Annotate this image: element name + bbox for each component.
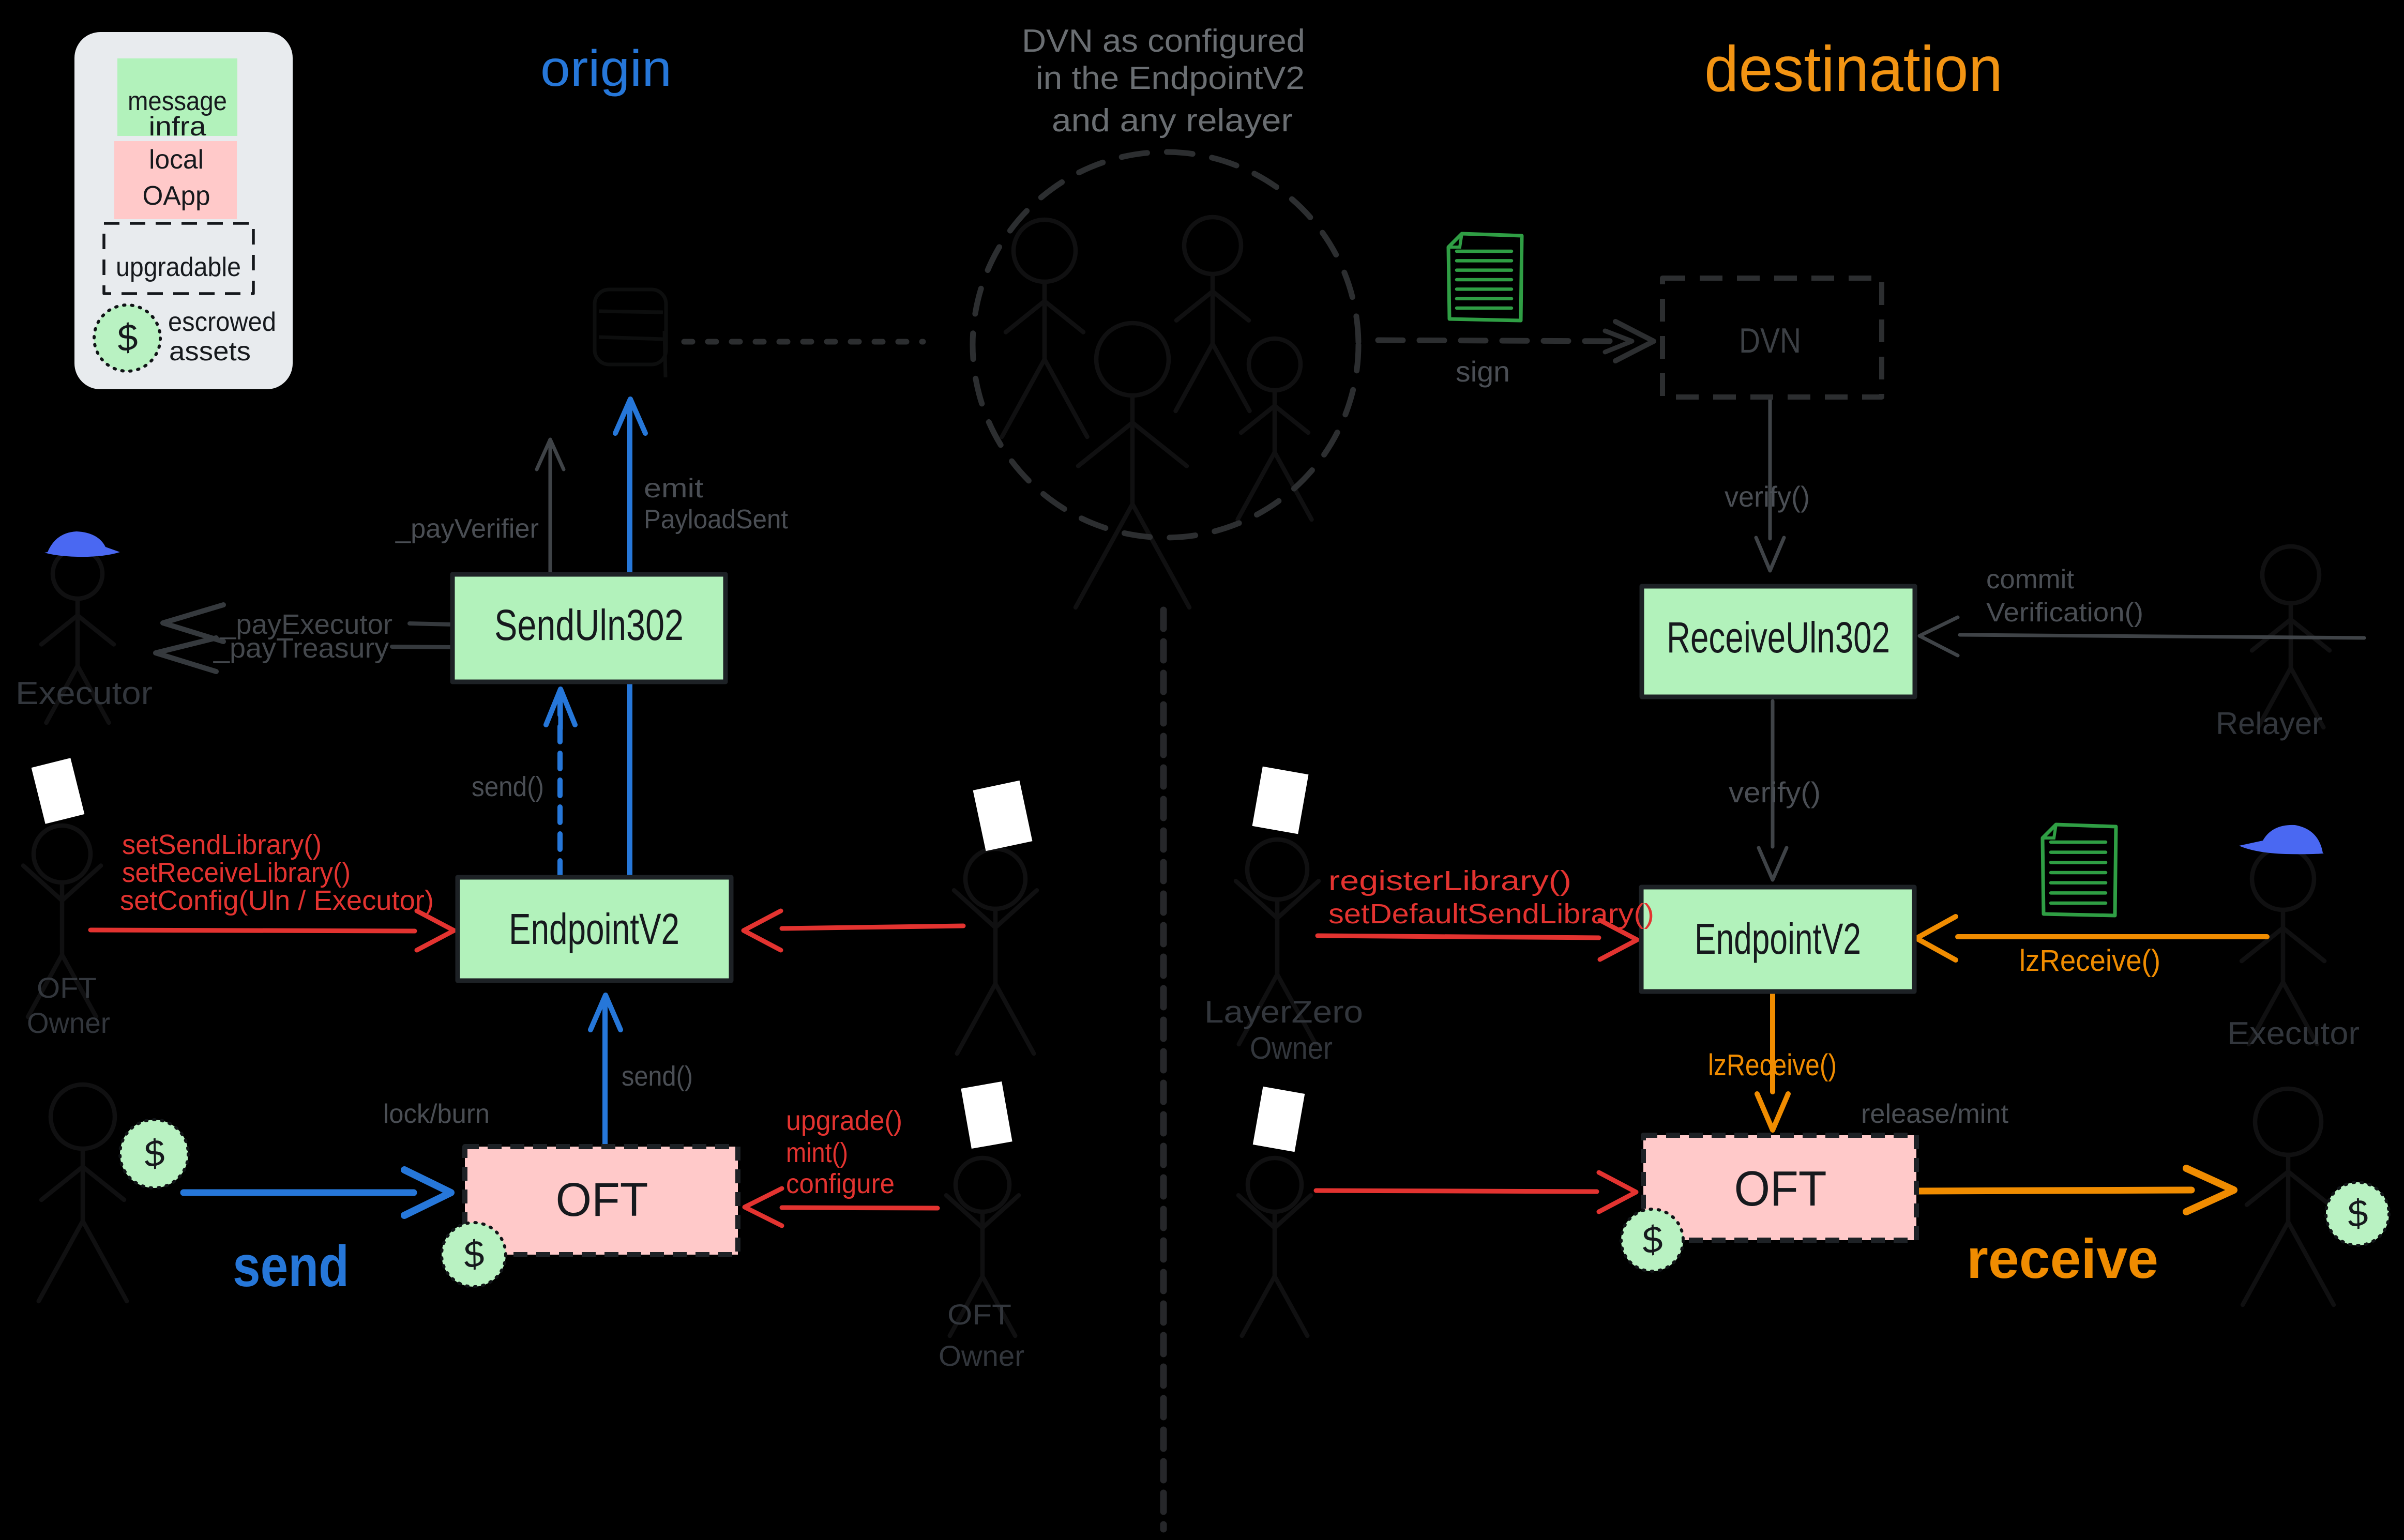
svg-text:Executor: Executor	[2227, 1016, 2360, 1051]
svg-text:destination: destination	[1704, 34, 2003, 105]
svg-text:in the EndpointV2: in the EndpointV2	[1036, 60, 1305, 96]
svg-text:mint(): mint()	[786, 1137, 848, 1168]
svg-text:EndpointV2: EndpointV2	[1695, 914, 1861, 963]
svg-text:Relayer: Relayer	[2216, 706, 2322, 741]
svg-text:DVN as configured: DVN as configured	[1022, 23, 1305, 59]
svg-text:DVN: DVN	[1739, 321, 1801, 360]
svg-text:Owner: Owner	[27, 1007, 110, 1039]
svg-text:local: local	[149, 145, 204, 175]
svg-text:escrowed: escrowed	[168, 307, 276, 337]
svg-text:send(): send()	[472, 771, 544, 802]
svg-text:origin: origin	[540, 40, 672, 97]
svg-text:registerLibrary(): registerLibrary()	[1328, 865, 1571, 896]
svg-text:OFT: OFT	[556, 1173, 648, 1226]
svg-text:verify(): verify()	[1729, 776, 1821, 809]
svg-text:Owner: Owner	[1250, 1031, 1333, 1065]
svg-text:emit: emit	[644, 474, 704, 504]
svg-text:upgradable: upgradable	[116, 252, 241, 282]
svg-text:_payTreasury: _payTreasury	[213, 633, 389, 664]
svg-text:and any relayer: and any relayer	[1052, 103, 1293, 139]
svg-text:_payVerifier: _payVerifier	[395, 514, 539, 544]
svg-text:OFT: OFT	[947, 1298, 1011, 1331]
svg-text:send(): send()	[622, 1061, 693, 1092]
svg-text:commit: commit	[1986, 565, 2075, 594]
svg-text:configure: configure	[786, 1168, 895, 1199]
svg-text:setDefaultSendLibrary(): setDefaultSendLibrary()	[1328, 898, 1654, 929]
svg-text:Executor: Executor	[16, 676, 153, 711]
svg-text:Owner: Owner	[939, 1339, 1024, 1372]
svg-text:release/mint: release/mint	[1861, 1099, 2009, 1129]
svg-text:LayerZero: LayerZero	[1204, 995, 1363, 1029]
svg-text:setReceiveLibrary(): setReceiveLibrary()	[122, 857, 351, 888]
svg-text:verify(): verify()	[1725, 480, 1810, 513]
svg-text:lzReceive(): lzReceive()	[1708, 1048, 1837, 1082]
svg-text:ReceiveUln302: ReceiveUln302	[1667, 613, 1890, 662]
svg-text:OFT: OFT	[1734, 1161, 1827, 1216]
svg-text:setSendLibrary(): setSendLibrary()	[122, 829, 322, 860]
svg-text:Verification(): Verification()	[1986, 598, 2143, 628]
svg-text:setConfig(Uln / Executor): setConfig(Uln / Executor)	[120, 885, 434, 916]
svg-text:lzReceive(): lzReceive()	[2019, 944, 2160, 978]
svg-text:infra: infra	[149, 112, 206, 142]
svg-text:message: message	[128, 86, 227, 116]
svg-text:assets: assets	[169, 337, 251, 367]
svg-text:sign: sign	[1456, 355, 1510, 388]
svg-text:lock/burn: lock/burn	[383, 1099, 490, 1129]
svg-text:send: send	[233, 1234, 349, 1299]
svg-text:upgrade(): upgrade()	[786, 1105, 902, 1136]
svg-text:EndpointV2: EndpointV2	[509, 905, 679, 953]
svg-text:OApp: OApp	[143, 181, 210, 211]
svg-text:SendUln302: SendUln302	[494, 601, 684, 649]
svg-text:OFT: OFT	[37, 971, 97, 1004]
svg-text:receive: receive	[1967, 1227, 2158, 1290]
svg-text:PayloadSent: PayloadSent	[644, 505, 789, 535]
svg-text:_payExecutor: _payExecutor	[220, 609, 392, 640]
